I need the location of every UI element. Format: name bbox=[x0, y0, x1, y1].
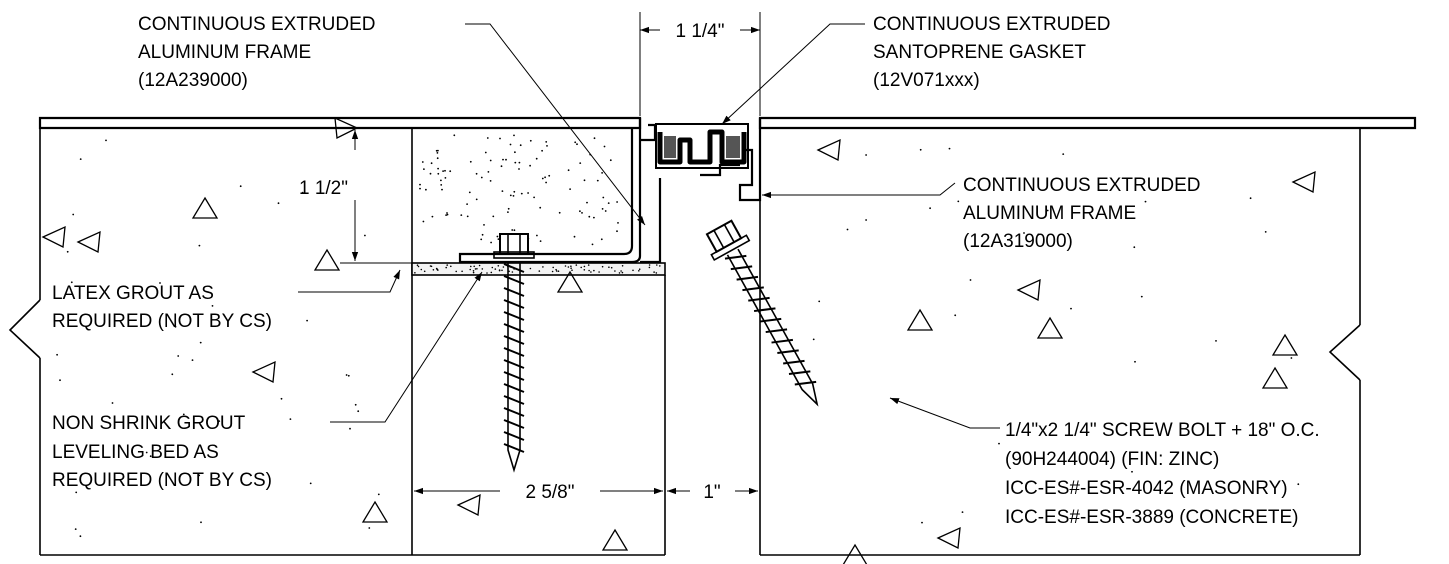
svg-text:ICC-ES#-ESR-4042 (MASONRY): ICC-ES#-ESR-4042 (MASONRY) bbox=[1005, 478, 1288, 499]
grout-leveling-bed bbox=[411, 262, 666, 276]
svg-text:SANTOPRENE GASKET: SANTOPRENE GASKET bbox=[873, 42, 1086, 63]
label-gasket: CONTINUOUS EXTRUDED SANTOPRENE GASKET (1… bbox=[873, 14, 1111, 91]
svg-text:1/4"x2 1/4" SCREW BOLT + 18" O: 1/4"x2 1/4" SCREW BOLT + 18" O.C. bbox=[1005, 420, 1320, 441]
label-screw-bolt: 1/4"x2 1/4" SCREW BOLT + 18" O.C. (90H24… bbox=[1005, 420, 1320, 528]
svg-text:CONTINUOUS EXTRUDED: CONTINUOUS EXTRUDED bbox=[873, 14, 1111, 35]
dimension-bottom: 2 5/8" 1" bbox=[414, 482, 758, 503]
svg-text:LEVELING BED AS: LEVELING BED AS bbox=[52, 442, 219, 463]
leader-lines bbox=[298, 23, 1000, 429]
svg-text:ALUMINUM FRAME: ALUMINUM FRAME bbox=[138, 42, 311, 63]
label-left-frame: CONTINUOUS EXTRUDED ALUMINUM FRAME (12A2… bbox=[138, 14, 376, 91]
svg-text:(90H244004) (FIN: ZINC): (90H244004) (FIN: ZINC) bbox=[1005, 449, 1219, 470]
svg-text:(12A319000): (12A319000) bbox=[963, 231, 1073, 252]
angled-screw-bolt bbox=[705, 219, 819, 407]
concrete-aggregate bbox=[41, 116, 1316, 564]
left-aluminum-frame bbox=[458, 118, 662, 264]
label-right-frame: CONTINUOUS EXTRUDED ALUMINUM FRAME (12A3… bbox=[963, 175, 1201, 252]
label-latex-grout: LATEX GROUT AS REQUIRED (NOT BY CS) bbox=[52, 283, 272, 332]
svg-text:REQUIRED (NOT BY CS): REQUIRED (NOT BY CS) bbox=[52, 311, 272, 332]
svg-text:(12V071xxx): (12V071xxx) bbox=[873, 70, 980, 91]
dimension-depth: 1 1/2" bbox=[299, 127, 412, 264]
dim-top-width-text: 1 1/4" bbox=[675, 21, 724, 42]
latex-grout-fill bbox=[419, 134, 619, 246]
label-non-shrink-grout: NON SHRINK GROUT LEVELING BED AS REQUIRE… bbox=[52, 413, 272, 491]
svg-text:REQUIRED (NOT BY CS): REQUIRED (NOT BY CS) bbox=[52, 470, 272, 491]
svg-text:ICC-ES#-ESR-3889 (CONCRETE): ICC-ES#-ESR-3889 (CONCRETE) bbox=[1005, 507, 1299, 528]
svg-text:NON SHRINK GROUT: NON SHRINK GROUT bbox=[52, 413, 246, 434]
vertical-screw-bolt bbox=[493, 233, 535, 473]
svg-text:(12A239000): (12A239000) bbox=[138, 70, 248, 91]
svg-text:CONTINUOUS EXTRUDED: CONTINUOUS EXTRUDED bbox=[138, 14, 376, 35]
santoprene-gasket bbox=[655, 123, 749, 169]
dimension-top-width: 1 1/4" bbox=[639, 12, 761, 116]
dim-depth-text: 1 1/2" bbox=[299, 178, 348, 199]
dim-bottom-left-text: 2 5/8" bbox=[525, 482, 574, 503]
svg-text:ALUMINUM FRAME: ALUMINUM FRAME bbox=[963, 203, 1136, 224]
svg-text:LATEX GROUT AS: LATEX GROUT AS bbox=[52, 283, 214, 304]
dim-gap-text: 1" bbox=[703, 482, 720, 503]
right-aluminum-frame bbox=[700, 118, 762, 202]
svg-text:CONTINUOUS EXTRUDED: CONTINUOUS EXTRUDED bbox=[963, 175, 1201, 196]
